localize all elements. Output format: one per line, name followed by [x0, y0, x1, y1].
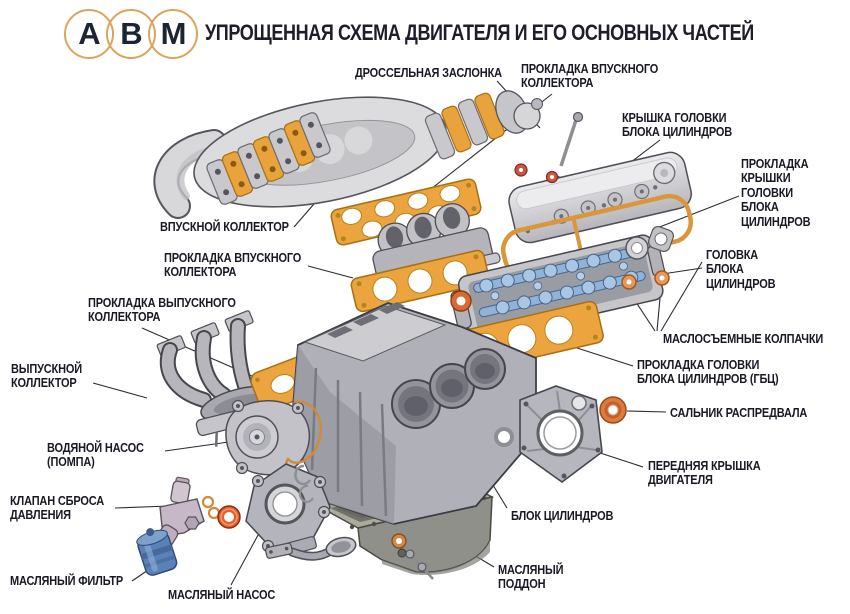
camshaft-seal-part [599, 396, 627, 424]
crankshaft-seal-part [217, 505, 241, 529]
label-camshaft-seal: САЛЬНИК РАСПРЕДВАЛА [670, 406, 808, 420]
label-oil-pump: МАСЛЯНЫЙ НАСОС [168, 588, 276, 602]
label-cylinder-head: ГОЛОВКА БЛОКА ЦИЛИНДРОВ [706, 248, 776, 291]
label-front-cover: ПЕРЕДНЯЯ КРЫШКА ДВИГАТЕЛЯ [648, 459, 761, 488]
label-intake-manifold-gasket-top: ПРОКЛАДКА ВПУСКНОГО КОЛЛЕКТОРА [521, 62, 659, 91]
logo-letter-m: М [148, 9, 198, 59]
label-intake-manifold: ВПУСКНОЙ КОЛЛЕКТОР [160, 220, 289, 234]
label-valve-cover: КРЫШКА ГОЛОВКИ БЛОКА ЦИЛИНДРОВ [622, 111, 733, 140]
manifold-flange-gaskets [206, 112, 331, 205]
label-throttle-valve: ДРОССЕЛЬНАЯ ЗАСЛОНКА [355, 66, 502, 80]
label-pressure-relief-valve: КЛАПАН СБРОСА ДАВЛЕНИЯ [10, 494, 105, 523]
label-valve-stem-seals: МАСЛОСЪЕМНЫЕ КОЛПАЧКИ [663, 332, 824, 346]
label-cylinder-block: БЛОК ЦИЛИНДРОВ [511, 509, 614, 523]
label-oil-pan: МАСЛЯНЫЙ ПОДДОН [498, 563, 564, 592]
cylinder-block-part [257, 302, 537, 525]
label-water-pump: ВОДЯНОЙ НАСОС (ПОМПА) [47, 441, 144, 470]
label-exhaust-manifold-gasket: ПРОКЛАДКА ВЫПУСКНОГО КОЛЛЕКТОРА [88, 296, 236, 325]
label-exhaust-manifold: ВЫПУСКНОЙ КОЛЛЕКТОР [11, 362, 82, 391]
page-title: УПРОЩЕННАЯ СХЕМА ДВИГАТЕЛЯ И ЕГО ОСНОВНЫ… [205, 20, 754, 45]
valve-stem-seals-part [621, 225, 675, 290]
oil-pickup-part [265, 536, 357, 561]
label-intake-manifold-gasket-left: ПРОКЛАДКА ВПУСКНОГО КОЛЛЕКТОРА [164, 251, 302, 280]
label-oil-filter: МАСЛЯНЫЙ ФИЛЬТР [10, 574, 124, 588]
cylinder-head-part [450, 234, 666, 342]
label-head-gasket: ПРОКЛАДКА ГОЛОВКИ БЛОКА ЦИЛИНДРОВ (ГБЦ) [637, 358, 779, 387]
label-valve-cover-gasket: ПРОКЛАДКА КРЫШКИ ГОЛОВКИ БЛОКА ЦИЛИНДРОВ [741, 157, 811, 229]
pan-bolts-part [405, 549, 434, 580]
front-cover-part [494, 385, 603, 483]
oil-filter-part [136, 528, 178, 576]
throttle-valve-part [424, 90, 543, 160]
intake-manifold-gasket-lower-part [350, 249, 490, 313]
abm-logo: А В М [64, 9, 198, 59]
water-pump-part [225, 399, 322, 476]
